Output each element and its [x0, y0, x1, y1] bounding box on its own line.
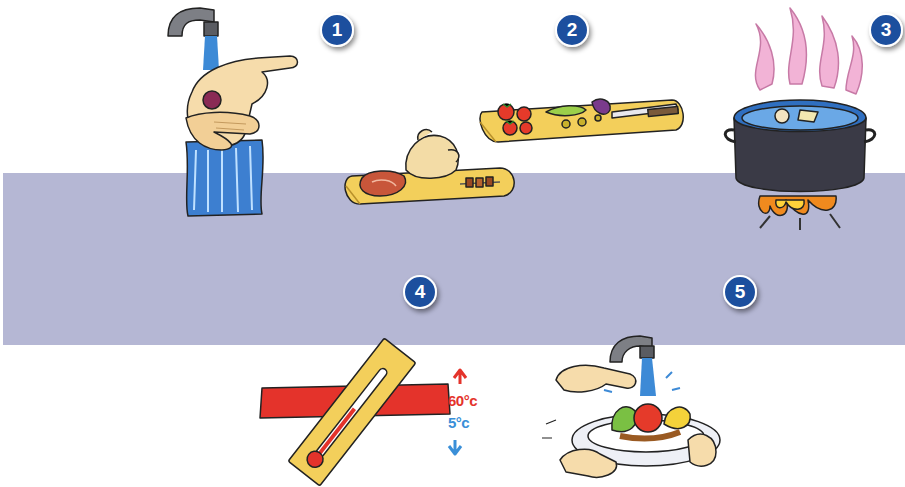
callout-circle: 1 [320, 13, 354, 47]
callout-circle: 2 [555, 13, 589, 47]
callout-circle-fill [321, 14, 353, 46]
temperature-label: 60°c [448, 392, 477, 409]
callout-circle: 5 [723, 275, 757, 309]
temperature-label: 5°c [448, 414, 469, 431]
callout-circle-fill [870, 14, 902, 46]
callout-circle-fill [724, 276, 756, 308]
callout-circle-fill [556, 14, 588, 46]
callout-number: 4 [403, 275, 437, 309]
callout-number: 3 [869, 13, 903, 47]
callout-number: 5 [723, 275, 757, 309]
vegetable-washing-illustration [542, 336, 720, 477]
boiling-pot-illustration [725, 8, 875, 230]
callout-number: 2 [555, 13, 589, 47]
callout-number: 1 [320, 13, 354, 47]
hand-washing-illustration [168, 8, 298, 216]
thermometer-illustration [260, 338, 466, 486]
callout-circle: 4 [403, 275, 437, 309]
callout-circle-fill [404, 276, 436, 308]
callout-circle: 3 [869, 13, 903, 47]
cutting-board-illustration [345, 99, 683, 204]
